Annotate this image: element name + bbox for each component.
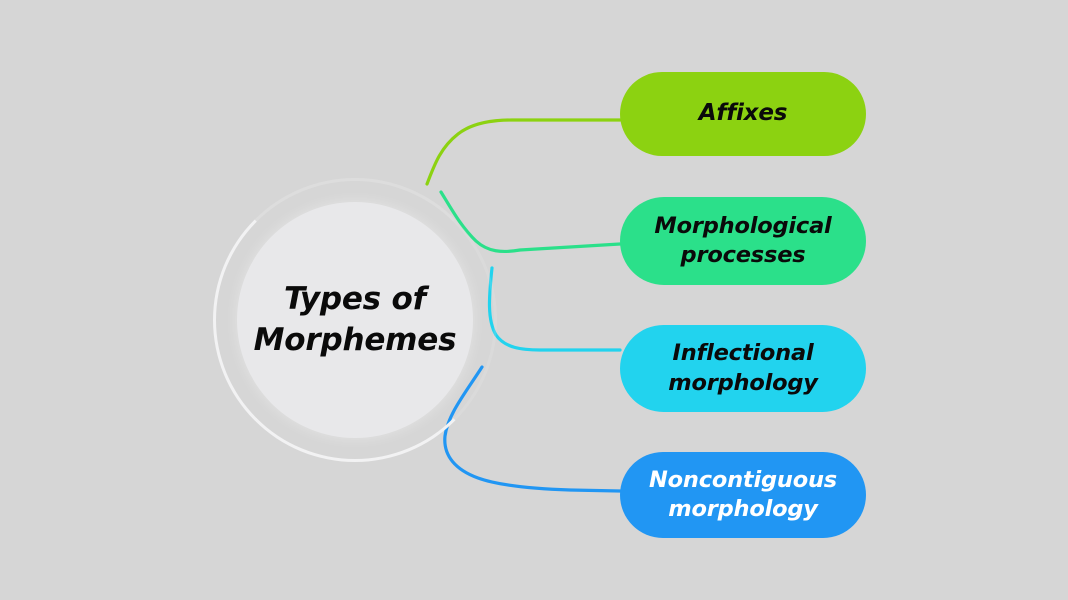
branch-node-label: Noncontiguous morphology — [649, 466, 837, 522]
branch-node-4[interactable]: Noncontiguous morphology — [620, 452, 866, 538]
connector-affixes — [425, 118, 622, 186]
branch-node-label: Affixes — [698, 100, 788, 127]
branch-node-3[interactable]: Inflectional morphology — [620, 325, 866, 412]
branch-node-label: Inflectional morphology — [668, 340, 818, 396]
hub-outer-ring — [213, 178, 497, 462]
connector-inflectional-morphology — [487, 266, 622, 352]
hub-circle[interactable]: Types of Morphemes — [237, 202, 473, 438]
branch-node-2[interactable]: Morphological processes — [620, 197, 866, 285]
page-title: Types of Morphemes — [253, 281, 457, 358]
branch-node-label: Morphological processes — [654, 212, 832, 268]
branch-node-1[interactable]: Affixes — [620, 72, 866, 156]
